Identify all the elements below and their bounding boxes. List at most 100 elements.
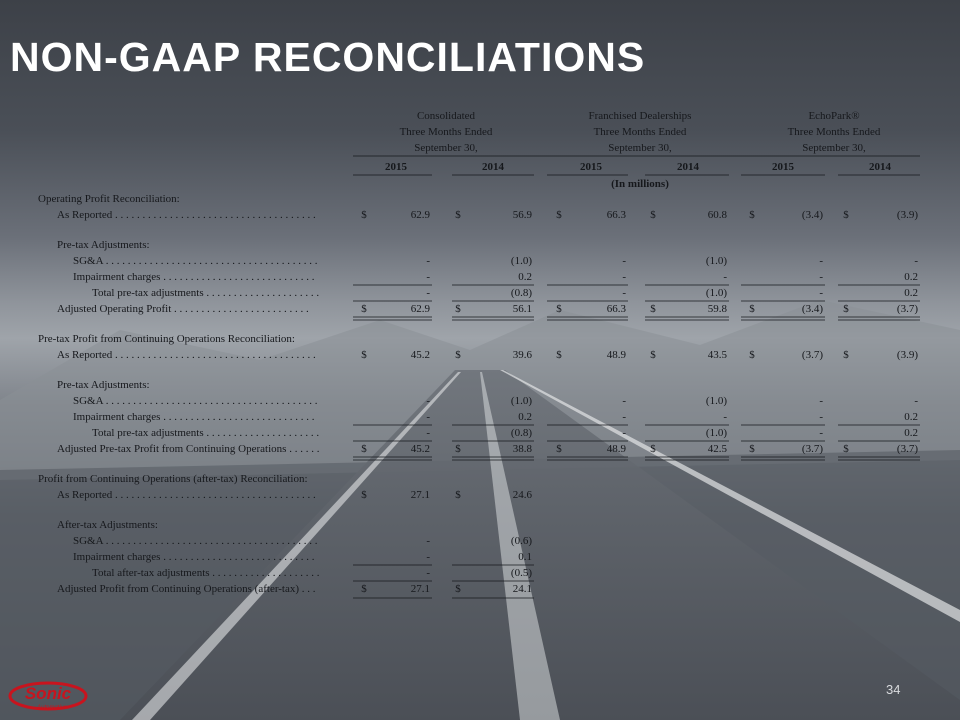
table-cell-value: (3.7): [802, 443, 823, 455]
currency-symbol: $: [556, 349, 562, 361]
table-cell-value: (3.4): [802, 303, 823, 315]
row-label: As Reported . . . . . . . . . . . . . . …: [57, 349, 316, 361]
table-cell-value: 0.2: [904, 411, 918, 423]
year-header: 2014: [482, 161, 505, 173]
table-cell-value: (1.0): [706, 255, 727, 267]
table-cell-value: -: [426, 287, 430, 299]
row-label: As Reported . . . . . . . . . . . . . . …: [57, 209, 316, 221]
year-header: 2015: [772, 161, 795, 173]
table-cell-value: (1.0): [511, 255, 532, 267]
column-group-title: Consolidated: [417, 110, 476, 122]
currency-symbol: $: [843, 443, 849, 455]
table-cell-value: (3.7): [802, 349, 823, 361]
table-cell-value: 43.5: [708, 349, 728, 361]
currency-symbol: $: [361, 489, 367, 501]
year-header: 2014: [869, 161, 892, 173]
table-cell-value: (3.4): [802, 209, 823, 221]
row-label: SG&A . . . . . . . . . . . . . . . . . .…: [73, 395, 318, 407]
table-cell-value: 27.1: [411, 489, 430, 501]
currency-symbol: $: [455, 209, 461, 221]
table-cell-value: (0.8): [511, 287, 532, 299]
currency-symbol: $: [556, 303, 562, 315]
table-cell-value: -: [819, 287, 823, 299]
table-cell-value: 60.8: [708, 209, 728, 221]
table-cell-value: 45.2: [411, 443, 430, 455]
table-cell-value: 0.2: [518, 271, 532, 283]
column-group-subtitle: September 30,: [414, 142, 478, 154]
page-number: 34: [886, 682, 901, 697]
table-cell-value: -: [426, 427, 430, 439]
row-label: Impairment charges . . . . . . . . . . .…: [73, 411, 315, 423]
currency-symbol: $: [650, 443, 656, 455]
table-cell-value: -: [426, 255, 430, 267]
table-cell-value: 48.9: [607, 443, 627, 455]
row-label: Impairment charges . . . . . . . . . . .…: [73, 551, 315, 563]
table-cell-value: 56.1: [513, 303, 532, 315]
currency-symbol: $: [361, 303, 367, 315]
row-label: Total after-tax adjustments . . . . . . …: [92, 567, 320, 579]
row-label: Total pre-tax adjustments . . . . . . . …: [92, 287, 319, 299]
table-cell-value: 24.1: [513, 583, 532, 595]
table-cell-value: (1.0): [706, 287, 727, 299]
table-cell-value: 39.6: [513, 349, 533, 361]
column-group-subtitle: September 30,: [608, 142, 672, 154]
table-cell-value: -: [622, 427, 626, 439]
currency-symbol: $: [455, 489, 461, 501]
table-cell-value: 27.1: [411, 583, 430, 595]
currency-symbol: $: [650, 303, 656, 315]
table-cell-value: 66.3: [607, 209, 627, 221]
row-label: Pre-tax Profit from Continuing Operation…: [38, 333, 295, 345]
sonic-automotive-logo: Sonic Automotive: [8, 681, 88, 711]
table-cell-value: -: [819, 395, 823, 407]
currency-symbol: $: [749, 349, 755, 361]
row-label: Operating Profit Reconciliation:: [38, 193, 180, 205]
table-cell-value: (1.0): [706, 427, 727, 439]
table-cell-value: 0.1: [518, 551, 532, 563]
table-cell-value: 48.9: [607, 349, 627, 361]
column-group-subtitle: Three Months Ended: [400, 126, 493, 138]
currency-symbol: $: [556, 443, 562, 455]
logo-subtext: Automotive: [36, 705, 68, 711]
table-cell-value: (0.8): [511, 427, 532, 439]
table-cell-value: 59.8: [708, 303, 728, 315]
currency-symbol: $: [650, 209, 656, 221]
table-cell-value: -: [622, 287, 626, 299]
table-cell-value: 38.8: [513, 443, 533, 455]
row-label: Pre-tax Adjustments:: [57, 239, 150, 251]
table-cell-value: 56.9: [513, 209, 533, 221]
table-cell-value: 62.9: [411, 303, 431, 315]
slide-title: NON-GAAP RECONCILIATIONS: [10, 34, 646, 80]
currency-symbol: $: [749, 443, 755, 455]
row-label: SG&A . . . . . . . . . . . . . . . . . .…: [73, 255, 318, 267]
table-cell-value: -: [819, 255, 823, 267]
column-group-subtitle: September 30,: [802, 142, 866, 154]
currency-symbol: $: [361, 583, 367, 595]
table-cell-value: (0.6): [511, 535, 532, 547]
currency-symbol: $: [361, 209, 367, 221]
row-label: Adjusted Pre-tax Profit from Continuing …: [57, 443, 320, 455]
currency-symbol: $: [650, 349, 656, 361]
table-cell-value: (3.7): [897, 303, 918, 315]
table-cell-value: -: [819, 427, 823, 439]
table-cell-value: -: [426, 395, 430, 407]
table-cell-value: -: [819, 271, 823, 283]
table-cell-value: -: [426, 411, 430, 423]
row-label: Pre-tax Adjustments:: [57, 379, 150, 391]
table-cell-value: 62.9: [411, 209, 431, 221]
row-label: As Reported . . . . . . . . . . . . . . …: [57, 489, 316, 501]
table-cell-value: -: [723, 411, 727, 423]
year-header: 2014: [677, 161, 700, 173]
currency-symbol: $: [455, 583, 461, 595]
table-cell-value: (3.9): [897, 349, 918, 361]
row-label: Impairment charges . . . . . . . . . . .…: [73, 271, 315, 283]
table-cell-value: -: [723, 271, 727, 283]
row-label: After-tax Adjustments:: [57, 519, 158, 531]
table-cell-value: (1.0): [511, 395, 532, 407]
column-group-subtitle: Three Months Ended: [594, 126, 687, 138]
column-group-title: Franchised Dealerships: [589, 110, 692, 122]
table-cell-value: -: [426, 271, 430, 283]
row-label: Profit from Continuing Operations (after…: [38, 473, 308, 485]
column-group-title: EchoPark®: [808, 110, 859, 122]
